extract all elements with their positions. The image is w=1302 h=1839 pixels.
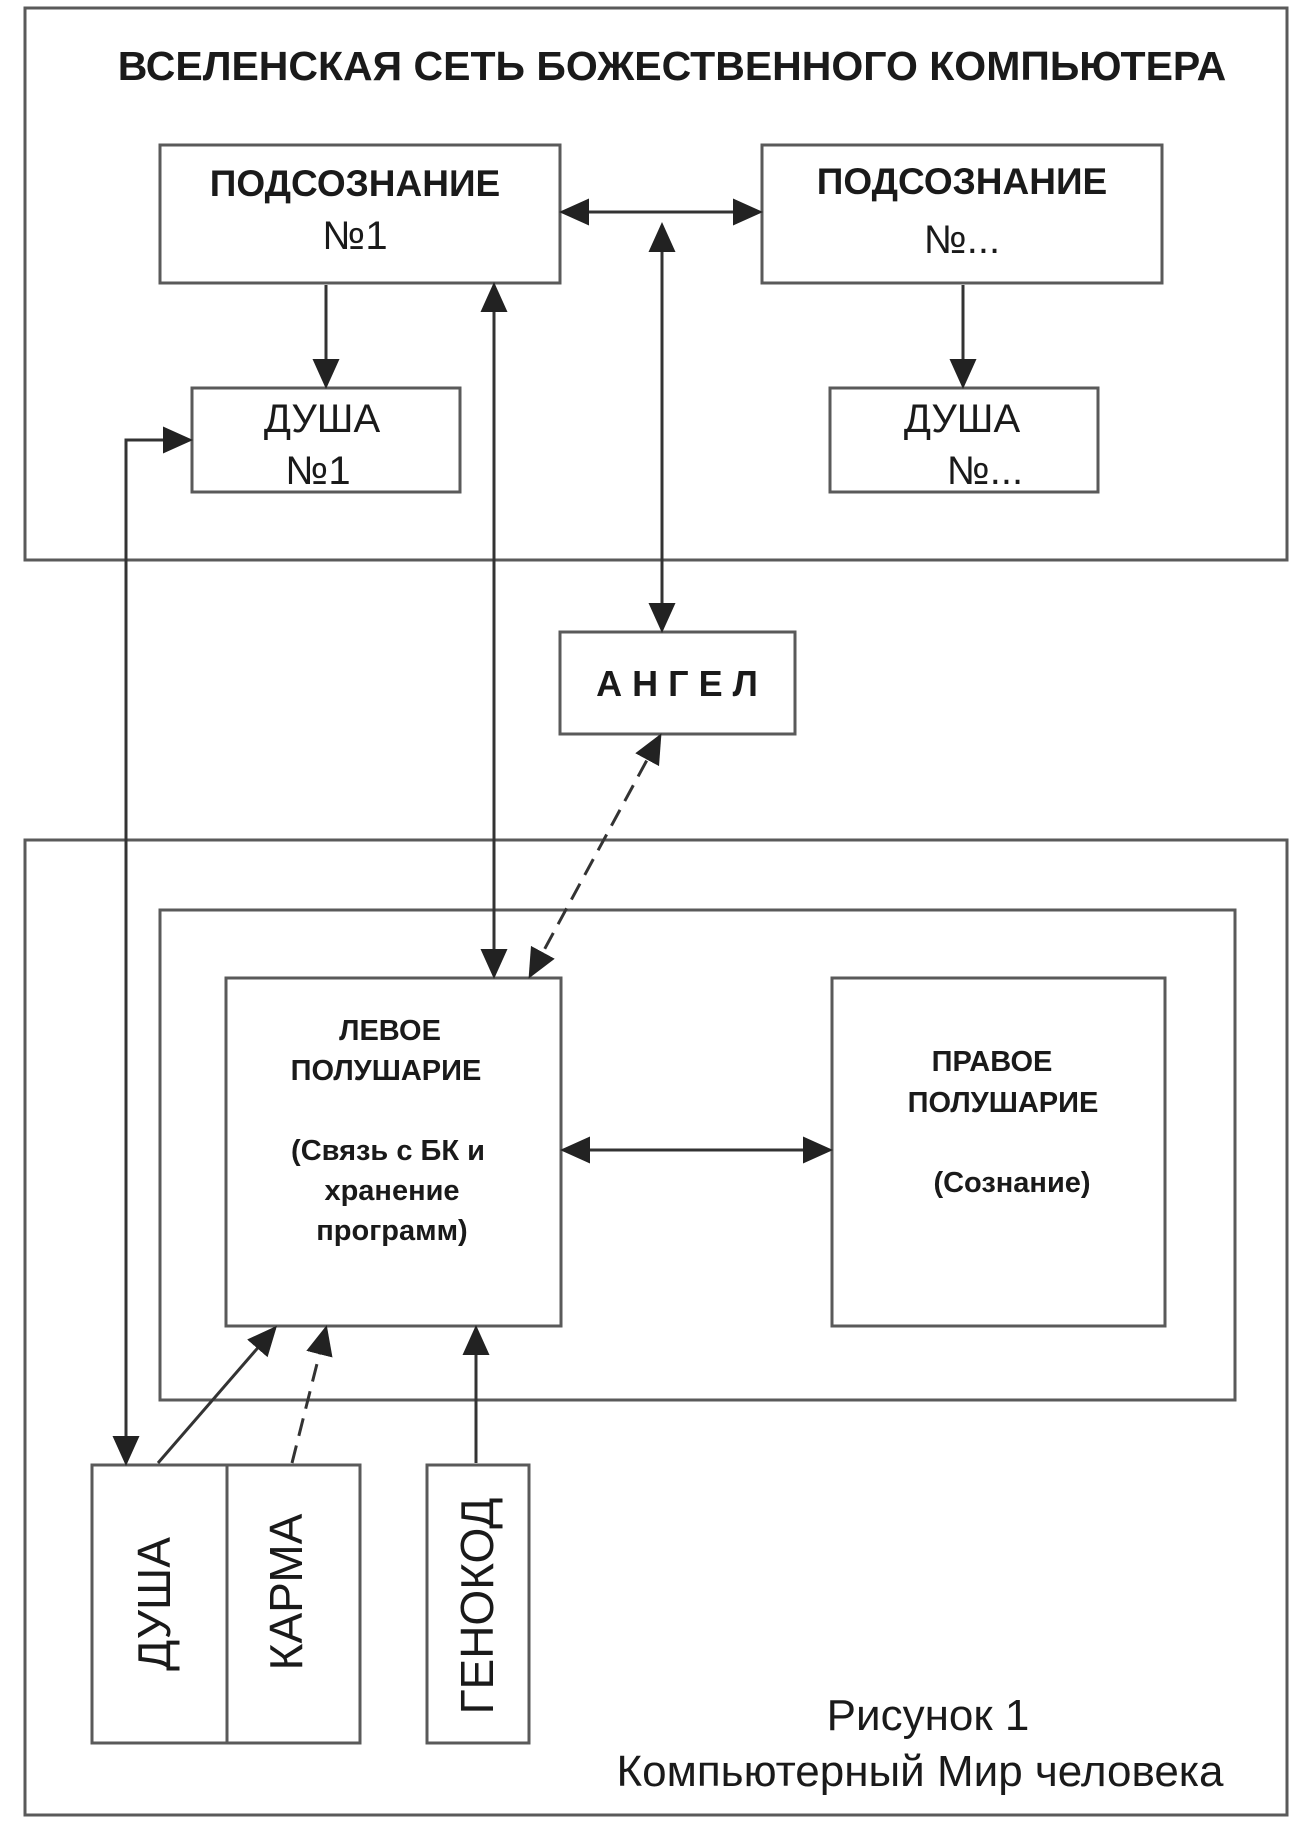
right-hemisphere-line2: ПОЛУШАРИЕ [908, 1087, 1099, 1119]
left-hemisphere-line2: ПОЛУШАРИЕ [291, 1055, 482, 1087]
arrow-karma-left-hemisphere [290, 1325, 333, 1464]
left-hemisphere-line4: хранение [324, 1175, 459, 1207]
soul-1-label: ДУША [264, 397, 381, 441]
subconscious-n-box [760, 143, 1164, 285]
soul-n-number: №... [947, 449, 1023, 493]
arrow-soul1-bottom-soul [112, 426, 193, 1466]
genocode-box [425, 1463, 531, 1745]
left-hemisphere-box [224, 976, 563, 1328]
soul-n-box [828, 386, 1100, 494]
left-hemisphere-line5: программ) [316, 1215, 467, 1247]
diagram-title: ВСЕЛЕНСКАЯ СЕТЬ БОЖЕСТВЕННОГО КОМПЬЮТЕРА [118, 43, 1227, 89]
subconscious-1-number: №1 [322, 214, 387, 258]
right-hemisphere-line3: (Сознание) [933, 1167, 1090, 1199]
arrow-angel-left-hemisphere [528, 733, 662, 979]
bottom-soul-label: ДУША [128, 1537, 180, 1671]
arrow-soul-left-hemisphere [156, 1325, 277, 1464]
right-hemisphere-line1: ПРАВОЕ [932, 1046, 1053, 1078]
angel-label: А Н Г Е Л [596, 663, 758, 704]
soul-n-label: ДУША [904, 397, 1021, 441]
left-hemisphere-line1: ЛЕВОЕ [339, 1015, 441, 1047]
subconscious-n-number: №... [924, 218, 1000, 262]
right-hemisphere-box [830, 976, 1167, 1328]
soul-1-number: №1 [285, 449, 350, 493]
subconscious-n-label: ПОДСОЗНАНИЕ [817, 161, 1107, 202]
left-hemisphere-line3: (Связь с БК и [291, 1135, 485, 1167]
genocode-label: ГЕНОКОД [451, 1498, 503, 1715]
caption-figure-title: Компьютерный Мир человека [617, 1747, 1225, 1796]
caption-figure-number: Рисунок 1 [827, 1691, 1030, 1740]
bottom-karma-label: КАРМА [260, 1513, 312, 1670]
angel-box [558, 630, 797, 736]
subconscious-1-label: ПОДСОЗНАНИЕ [210, 163, 500, 204]
subconscious-1-box [158, 143, 562, 285]
